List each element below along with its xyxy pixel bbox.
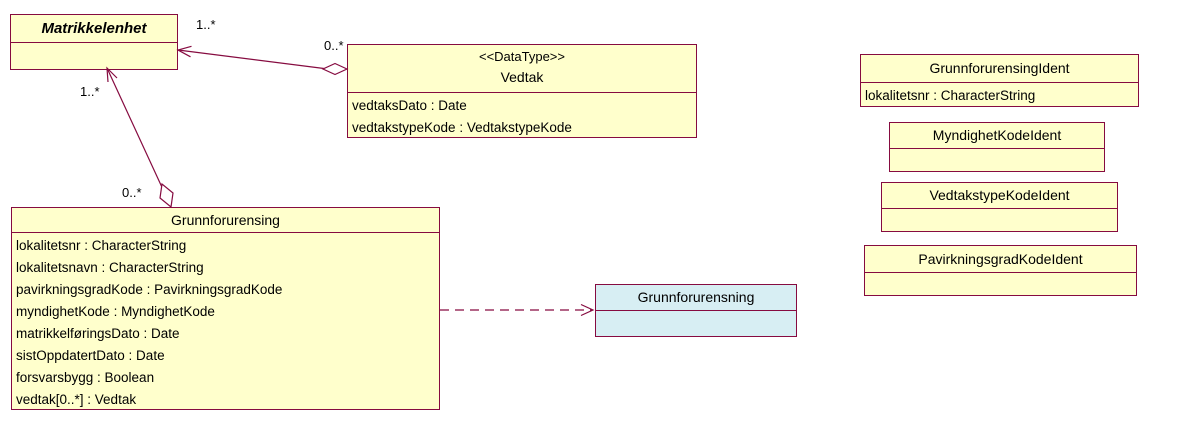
class-attribute: pavirkningsgradKode : PavirkningsgradKod… xyxy=(16,282,283,297)
multiplicity-label: 1..* xyxy=(196,17,216,32)
class-title: Grunnforurensing xyxy=(12,208,439,233)
class-attribute: sistOppdatertDato : Date xyxy=(16,348,165,363)
class-title: MyndighetKodeIdent xyxy=(890,123,1104,149)
open-arrowhead-icon xyxy=(176,45,192,58)
open-arrowhead-icon xyxy=(106,66,118,83)
class-title: PavirkningsgradKodeIdent xyxy=(865,246,1136,273)
class-attribute: lokalitetsnr : CharacterString xyxy=(16,238,187,253)
class-attribute: vedtak[0..*] : Vedtak xyxy=(16,392,137,407)
aggregation-diamond-icon xyxy=(159,182,174,209)
class-title: VedtakstypeKodeIdent xyxy=(882,183,1117,209)
aggregation-diamond-icon xyxy=(321,62,349,76)
empty-attribute-compartment xyxy=(890,149,1104,151)
empty-attribute-compartment xyxy=(882,209,1117,211)
class-box-vedtakstypekodeident[interactable]: VedtakstypeKodeIdent xyxy=(881,182,1118,232)
class-title: GrunnforurensingIdent xyxy=(861,55,1138,83)
class-title: Grunnforurensning xyxy=(596,285,796,311)
class-attribute: vedtakstypeKode : VedtakstypeKode xyxy=(352,120,572,135)
class-title: <<DataType>> Vedtak xyxy=(348,45,696,93)
class-title: Matrikkelenhet xyxy=(11,15,177,43)
class-attribute: matrikkelføringsDato : Date xyxy=(16,326,180,341)
stereotype-label: <<DataType>> xyxy=(478,49,565,64)
open-arrowhead-icon xyxy=(580,303,595,317)
class-attribute: myndighetKode : MyndighetKode xyxy=(16,304,215,319)
association-line-vedtak-matrikkelenhet xyxy=(177,49,325,70)
class-box-vedtak[interactable]: <<DataType>> Vedtak vedtaksDato : Date v… xyxy=(347,44,697,138)
attribute-compartment: vedtaksDato : Date vedtakstypeKode : Ved… xyxy=(348,93,696,139)
class-box-myndighetkodeident[interactable]: MyndighetKodeIdent xyxy=(889,122,1105,172)
multiplicity-label: 0..* xyxy=(122,185,142,200)
class-attribute: lokalitetsnavn : CharacterString xyxy=(16,260,204,275)
multiplicity-label: 1..* xyxy=(80,84,100,99)
class-box-grunnforurensingident[interactable]: GrunnforurensingIdent lokalitetsnr : Cha… xyxy=(860,54,1139,107)
class-attribute: forsvarsbygg : Boolean xyxy=(16,370,155,385)
class-name-label: Vedtak xyxy=(500,69,544,85)
class-box-matrikkelenhet[interactable]: Matrikkelenhet xyxy=(10,14,178,70)
class-box-pavirkningsgradkodeident[interactable]: PavirkningsgradKodeIdent xyxy=(864,245,1137,296)
empty-attribute-compartment xyxy=(596,311,796,313)
class-attribute: lokalitetsnr : CharacterString xyxy=(865,88,1036,103)
attribute-compartment: lokalitetsnr : CharacterString lokalitet… xyxy=(12,233,439,411)
empty-attribute-compartment xyxy=(11,43,177,45)
class-box-grunnforurensning-ref[interactable]: Grunnforurensning xyxy=(595,284,797,337)
attribute-compartment: lokalitetsnr : CharacterString xyxy=(861,83,1138,106)
class-attribute: vedtaksDato : Date xyxy=(352,98,467,113)
association-line-grunnforurensing-matrikkelenhet xyxy=(106,67,167,197)
class-box-grunnforurensing[interactable]: Grunnforurensing lokalitetsnr : Characte… xyxy=(11,207,440,410)
multiplicity-label: 0..* xyxy=(324,38,344,53)
empty-attribute-compartment xyxy=(865,273,1136,275)
